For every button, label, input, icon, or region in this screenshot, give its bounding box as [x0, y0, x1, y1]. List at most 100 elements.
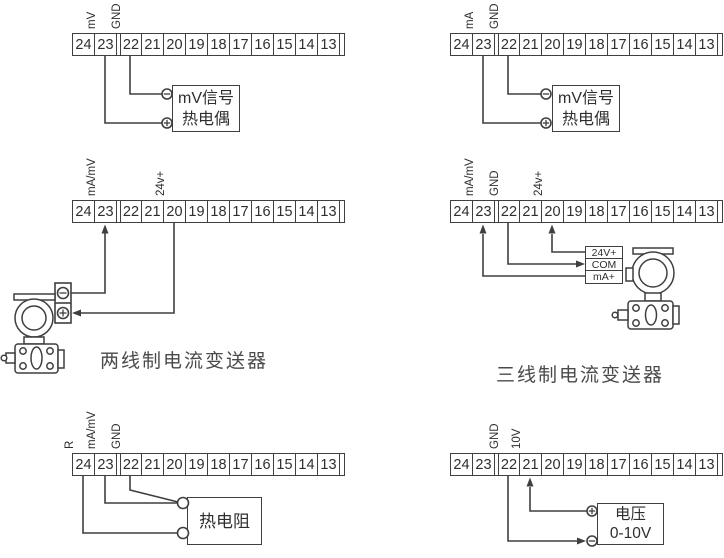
terminal-cell: 13	[696, 201, 718, 222]
wiring-top-right	[482, 56, 552, 129]
box-line-voltage: 电压	[614, 506, 646, 523]
terminal-cell: 18	[586, 34, 608, 55]
terminal-cell: 22	[120, 34, 142, 55]
mv-signal-thermocouple-box: mV信号 热电偶	[552, 85, 620, 132]
terminal-label-ma: mA	[463, 11, 476, 29]
terminal-cell: 19	[186, 201, 208, 222]
terminal-cell: 20	[542, 34, 564, 55]
terminal-cell: 20	[542, 454, 564, 475]
terminal-cell: 20	[542, 201, 564, 222]
wire	[507, 56, 541, 95]
wiring-bottom-right	[507, 476, 598, 547]
wire	[482, 56, 541, 124]
wire	[129, 56, 162, 95]
terminal-cell: 15	[274, 201, 296, 222]
box-line-0-10v: 0-10V	[609, 525, 652, 542]
terminal-cell: 16	[252, 201, 274, 222]
wire	[551, 234, 585, 253]
terminal-cell: 14	[296, 454, 318, 475]
wire	[82, 476, 177, 534]
terminal-cell: 19	[564, 34, 586, 55]
terminal-cell: 22	[120, 454, 142, 475]
box-row-24v-plus: 24V+	[586, 247, 622, 259]
terminal-cell: 23	[473, 34, 495, 55]
terminal-cell: 24	[451, 201, 473, 222]
wire	[482, 234, 585, 277]
wire	[71, 233, 106, 294]
caption-two-wire-transmitter: 两线制电流变送器	[100, 351, 269, 372]
minus-terminal-icon	[586, 535, 598, 547]
arrowhead-right-icon	[577, 537, 586, 545]
terminal-cell: 19	[564, 201, 586, 222]
caption-three-wire-transmitter: 三线制电流变送器	[496, 365, 665, 386]
terminal-cell: 16	[630, 454, 652, 475]
terminal-label-gnd: GND	[488, 3, 501, 29]
wire	[529, 487, 587, 512]
minus-terminal-icon	[540, 88, 552, 100]
wire	[507, 476, 577, 542]
pressure-transmitter-icon	[0, 293, 65, 374]
terminal-cell: 14	[674, 34, 696, 55]
terminal-cell: 21	[520, 201, 542, 222]
voltage-0-10v-box: 电压 0-10V	[597, 503, 664, 545]
terminal-label-ma-mv: mA/mV	[85, 411, 98, 449]
box-line-thermocouple: 热电偶	[561, 110, 610, 128]
terminal-cell: 16	[630, 201, 652, 222]
terminal-cell: 22	[498, 454, 520, 475]
terminal-cell: 15	[652, 454, 674, 475]
terminal-cell: 22	[120, 201, 142, 222]
terminal-cell: 13	[696, 454, 718, 475]
terminal-cell: 22	[498, 201, 520, 222]
terminal-cell: 21	[520, 34, 542, 55]
wire	[129, 476, 179, 503]
terminal-label-10v: 10V	[510, 428, 523, 449]
transmitter-connector-block	[54, 282, 72, 324]
terminal-cell: 22	[498, 34, 520, 55]
terminal-cell: 13	[318, 34, 340, 55]
terminal-cell: 17	[230, 201, 252, 222]
terminal-cell: 14	[674, 454, 696, 475]
terminal-cell: 23	[95, 201, 117, 222]
terminal-cell: 16	[252, 454, 274, 475]
plus-terminal-icon	[56, 306, 70, 320]
arrowhead-up-icon	[548, 224, 556, 234]
box-row-com: COM	[586, 259, 622, 271]
wire	[104, 56, 162, 124]
three-wire-terminal-box: 24V+ COM mA+	[585, 246, 623, 284]
plus-terminal-icon	[161, 117, 173, 129]
terminal-cell: 16	[630, 34, 652, 55]
terminal-cell: 23	[95, 454, 117, 475]
terminal-label-ma-mv: mA/mV	[463, 158, 476, 196]
plus-terminal-icon	[540, 117, 552, 129]
terminal-cell: 18	[208, 201, 230, 222]
terminal-cell: 18	[208, 454, 230, 475]
terminal-cell: 21	[520, 454, 542, 475]
terminal-cell: 24	[451, 454, 473, 475]
wire	[81, 223, 175, 314]
terminal-cell: 14	[296, 201, 318, 222]
terminal-cell: 13	[318, 454, 340, 475]
box-line-mv-signal: mV信号	[177, 89, 234, 107]
wire	[104, 476, 177, 504]
terminal-cell: 19	[186, 454, 208, 475]
terminal-label-r: R	[63, 440, 76, 449]
arrowhead-up-icon	[526, 477, 534, 487]
terminal-cell: 15	[274, 454, 296, 475]
terminal-cell: 21	[142, 201, 164, 222]
terminal-cell: 15	[274, 34, 296, 55]
terminal-cell: 13	[696, 34, 718, 55]
terminal-cell: 20	[164, 201, 186, 222]
plus-terminal-icon	[586, 505, 598, 517]
terminal-label-gnd: GND	[488, 170, 501, 196]
terminal-cell: 15	[652, 34, 674, 55]
terminal-cell: 21	[142, 454, 164, 475]
terminal-cell: 23	[473, 454, 495, 475]
terminal-label-gnd: GND	[110, 423, 123, 449]
terminal-cell: 24	[73, 454, 95, 475]
terminal-cell: 17	[608, 454, 630, 475]
box-line-rtd: 热电阻	[199, 511, 250, 531]
arrowhead-up-icon	[479, 224, 487, 234]
